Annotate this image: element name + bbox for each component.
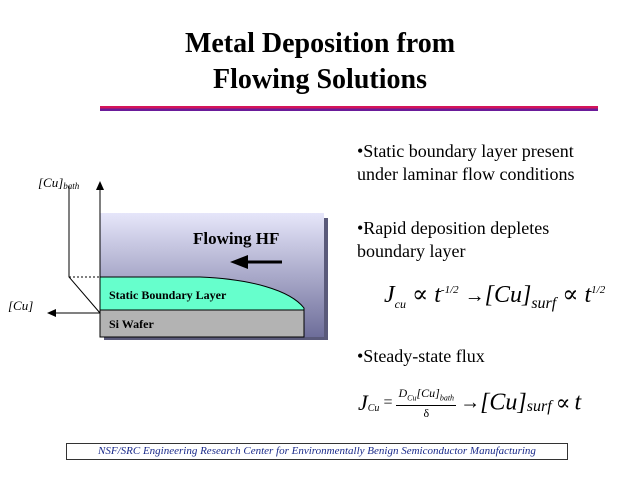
bullet-boundary-layer: •Static boundary layer present under lam… bbox=[357, 141, 575, 184]
title-divider bbox=[100, 106, 598, 111]
y-axis-label: [Cu]bath bbox=[38, 175, 80, 191]
bullet-rapid-deposition: •Rapid deposition depletes boundary laye… bbox=[357, 218, 550, 261]
equation-steady-state-flux: JCu = DCu[Cu]bath δ →[Cu]surf ∝ t bbox=[358, 386, 582, 421]
x-axis-arrowhead bbox=[47, 309, 56, 317]
slide-title: Metal Deposition from Flowing Solutions bbox=[0, 26, 640, 98]
boundary-layer-label: Static Boundary Layer bbox=[109, 288, 227, 302]
static-boundary-layer bbox=[99, 276, 305, 311]
equation-depletion: Jcu ∝ t-1/2 →[Cu]surf ∝ t1/2 bbox=[384, 282, 606, 312]
wafer-label: Si Wafer bbox=[109, 317, 154, 331]
footer-credit: NSF/SRC Engineering Research Center for … bbox=[66, 443, 568, 460]
y-axis-arrowhead bbox=[96, 181, 104, 190]
flow-arrow-icon bbox=[230, 255, 248, 269]
flux-fraction: DCu[Cu]bath δ bbox=[396, 386, 457, 421]
flow-label: Flowing HF bbox=[193, 229, 279, 248]
concentration-profile bbox=[68, 186, 101, 314]
title-line-2: Flowing Solutions bbox=[213, 64, 427, 95]
si-wafer bbox=[99, 309, 305, 338]
title-line-1: Metal Deposition from bbox=[184, 28, 456, 59]
bullet-steady-state: •Steady-state flux bbox=[357, 346, 485, 366]
x-axis-label: [Cu] bbox=[8, 298, 33, 313]
